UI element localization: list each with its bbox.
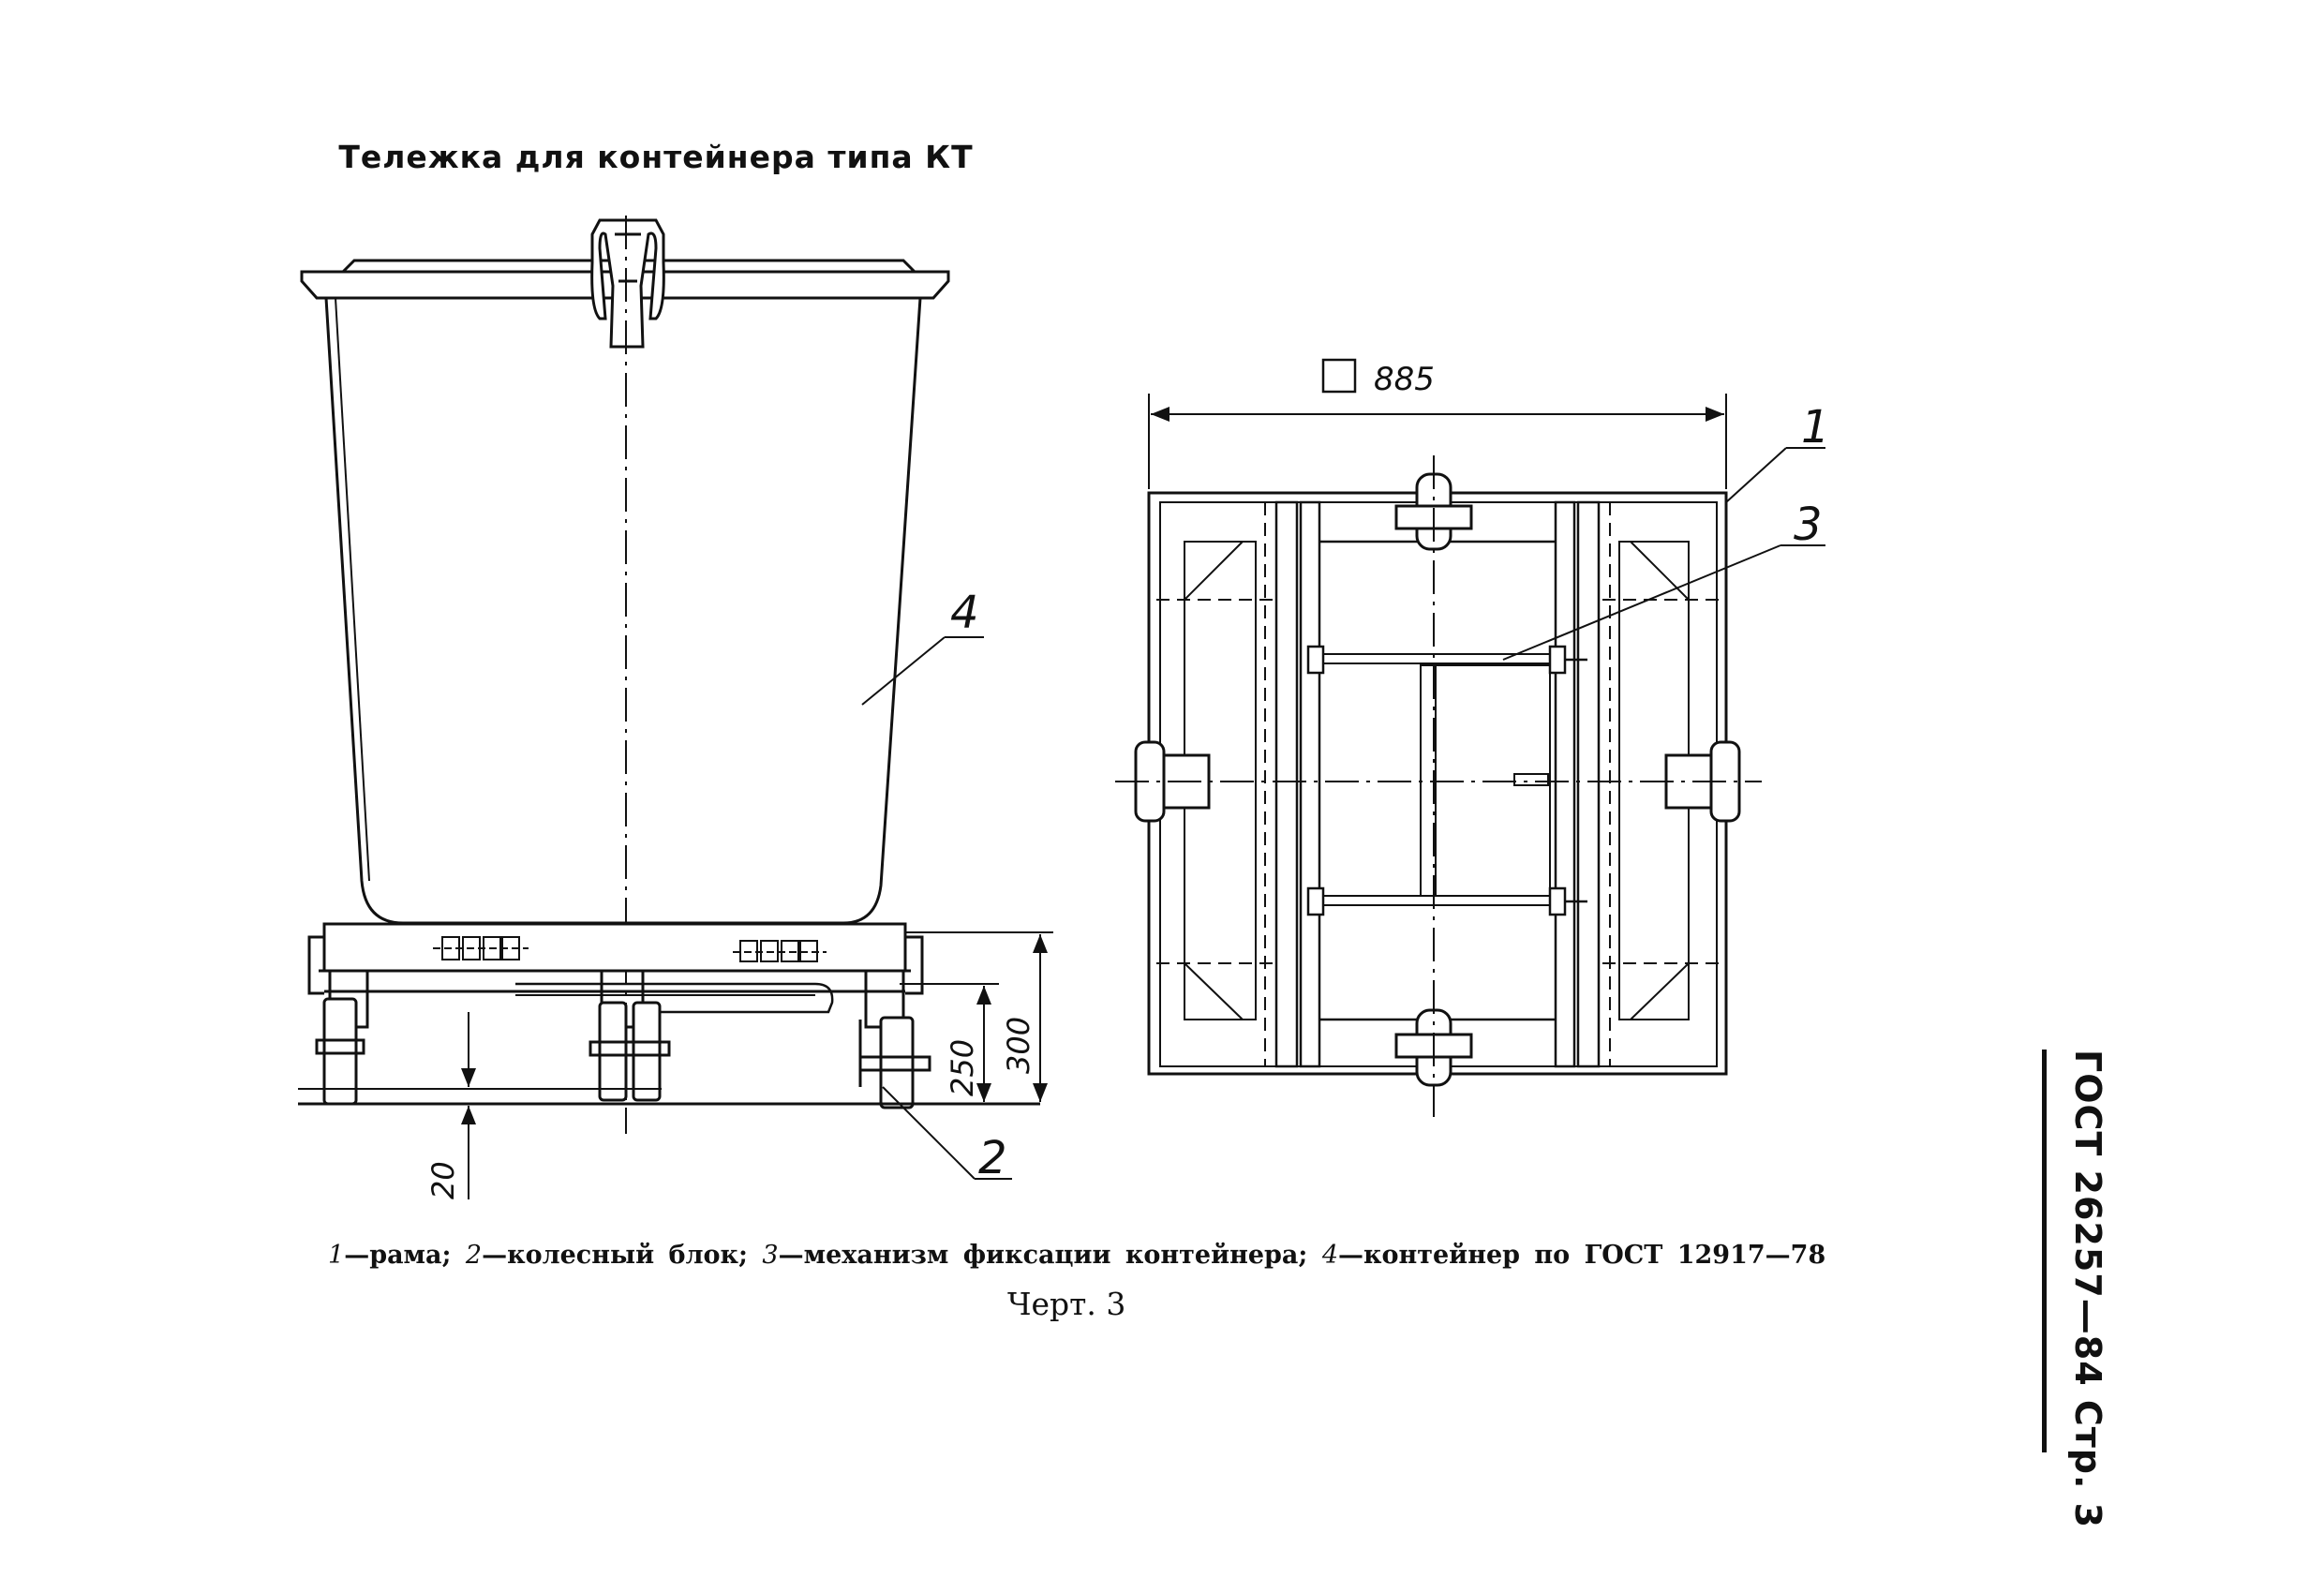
dimension-width: 885 (1374, 361, 1435, 398)
container-body (324, 297, 922, 925)
wheel-block-top (1134, 472, 1741, 1087)
callout-3: 3 (1794, 499, 1823, 551)
legend-num-4: 4 (1321, 1241, 1338, 1270)
side-view (298, 216, 1053, 1199)
container-lid (300, 270, 950, 300)
dimension-250: 250 (945, 1039, 980, 1096)
square-symbol (1321, 358, 1357, 394)
legend-caption: 1—рама; 2—колесный блок; 3—механизм фикс… (328, 1241, 1825, 1270)
callout-1: 1 (1801, 401, 1830, 454)
callout-4: 4 (950, 587, 979, 639)
dimension-20: 20 (425, 1161, 461, 1199)
legend-text-2: —колесный блок; (482, 1241, 749, 1270)
figure-label: Черт. 3 (1007, 1286, 1126, 1322)
legend-text-3: —механизм фиксации контейнера; (778, 1241, 1308, 1270)
wheel-block (315, 997, 931, 1109)
side-header-rule (2042, 1050, 2047, 1452)
legend-text-1: —рама; (344, 1241, 452, 1270)
page-title: Тележка для контейнера типа КТ (338, 139, 974, 175)
callout-2: 2 (978, 1132, 1007, 1184)
legend-num-1: 1 (328, 1241, 345, 1270)
legend-num-2: 2 (465, 1241, 483, 1270)
legend-text-4: —контейнер по ГОСТ 12917—78 (1338, 1241, 1826, 1270)
top-view (1115, 358, 1825, 1117)
side-header-text: ГОСТ 26257—84 Стр. 3 (2067, 1050, 2108, 1529)
legend-num-3: 3 (762, 1241, 779, 1270)
top-clamp (590, 218, 665, 349)
side-header: ГОСТ 26257—84 Стр. 3 (2024, 1050, 2108, 1529)
dimension-300: 300 (1001, 1017, 1036, 1074)
